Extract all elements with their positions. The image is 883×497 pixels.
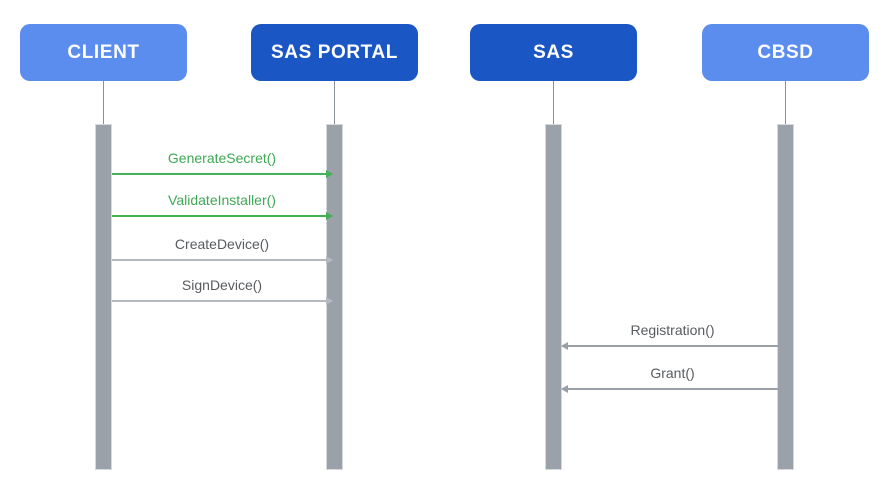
message-line-generate-secret [112, 173, 332, 175]
arrowhead-right-icon [326, 170, 333, 178]
arrowhead-right-icon [326, 297, 333, 305]
participant-box-sas-portal[interactable]: SAS PORTAL [251, 24, 418, 81]
lifeline-stem-sas-portal [334, 81, 335, 124]
activation-bar-client [95, 124, 112, 470]
arrowhead-left-icon [561, 342, 568, 350]
activation-bar-cbsd [777, 124, 794, 470]
message-label-grant: Grant() [650, 365, 695, 381]
participant-box-client[interactable]: CLIENT [20, 24, 187, 81]
participant-box-sas[interactable]: SAS [470, 24, 637, 81]
message-label-registration: Registration() [630, 322, 715, 338]
participant-label-cbsd: CBSD [757, 41, 814, 63]
message-label-sign-device: SignDevice() [181, 277, 263, 293]
arrowhead-right-icon [326, 256, 333, 264]
lifeline-stem-sas [553, 81, 554, 124]
participant-label-client: CLIENT [67, 41, 140, 63]
lifeline-stem-cbsd [785, 81, 786, 124]
message-label-validate-installer: ValidateInstaller() [168, 192, 276, 208]
activation-bar-sas [545, 124, 562, 470]
message-line-grant [562, 388, 783, 390]
message-line-create-device [112, 259, 332, 261]
arrowhead-right-icon [326, 212, 333, 220]
participant-box-cbsd[interactable]: CBSD [702, 24, 869, 81]
participant-label-sas-portal: SAS PORTAL [270, 41, 399, 63]
lifeline-stem-client [103, 81, 104, 124]
message-label-generate-secret: GenerateSecret() [167, 150, 277, 166]
arrowhead-left-icon [561, 385, 568, 393]
participant-label-sas: SAS [533, 41, 574, 63]
message-line-validate-installer [112, 215, 332, 217]
message-line-registration [562, 345, 783, 347]
message-label-create-device: CreateDevice() [174, 236, 270, 252]
message-line-sign-device [112, 300, 332, 302]
